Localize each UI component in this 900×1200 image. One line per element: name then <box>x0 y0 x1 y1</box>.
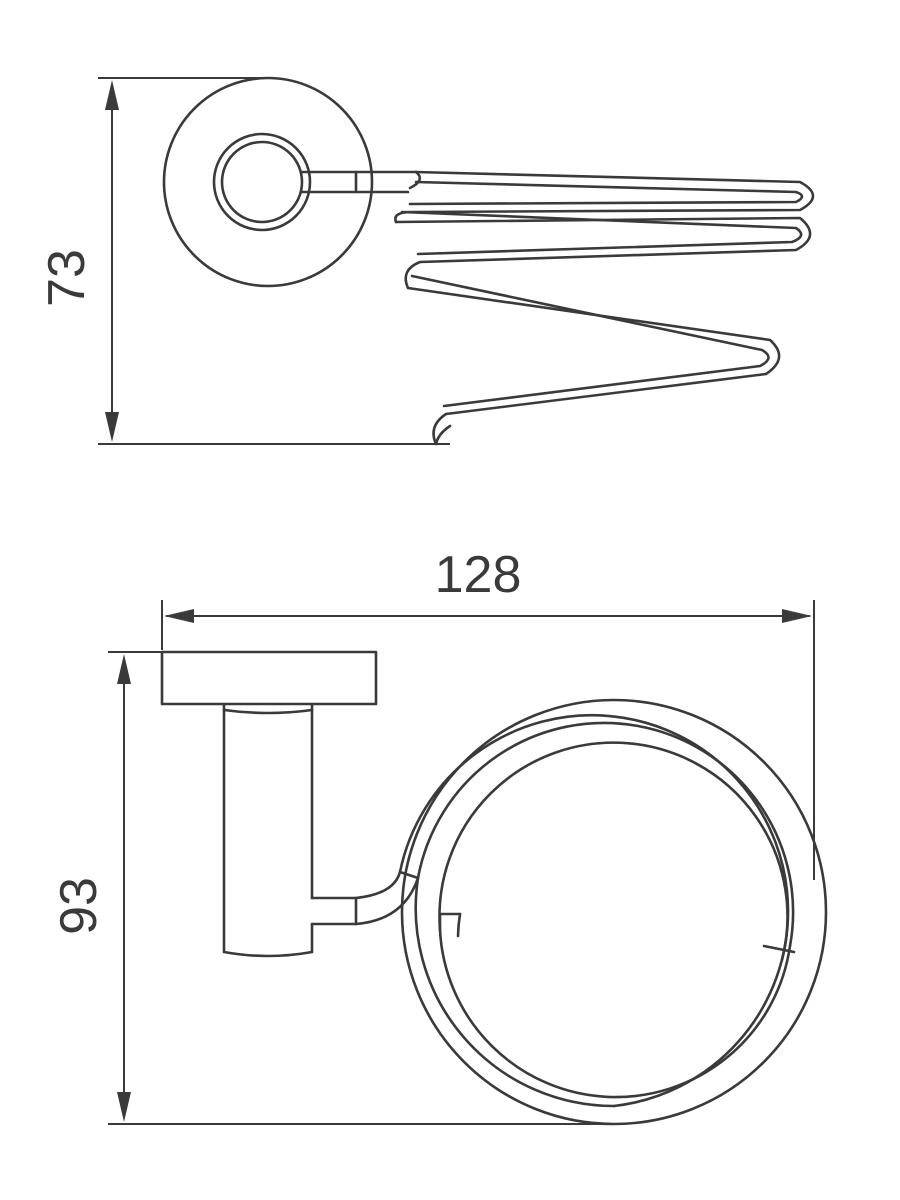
ring-coil-1b <box>414 876 616 1108</box>
ring-coil-2 <box>416 721 795 948</box>
ring-coil-3 <box>438 928 792 1099</box>
post <box>222 702 314 958</box>
top-view: 73 <box>38 76 815 446</box>
spiral-coil <box>394 170 815 446</box>
arrow-down <box>105 412 119 442</box>
arm <box>310 870 420 926</box>
dimension-label-73: 73 <box>38 249 96 307</box>
ring-coil-2b <box>438 741 789 962</box>
spiral-ring <box>398 698 828 1126</box>
arrow-left <box>164 609 194 623</box>
ring-coil-1 <box>398 713 790 1108</box>
ring-end <box>438 912 462 932</box>
dimension-label-128: 128 <box>435 546 522 604</box>
front-view: 128 93 <box>50 546 828 1126</box>
post-circle-inner <box>220 140 304 224</box>
arrow-up <box>117 654 131 684</box>
wall-plate <box>160 650 378 706</box>
dimension-73: 73 <box>38 77 450 445</box>
post-circle-outer <box>212 132 312 232</box>
arrow-down <box>117 1092 131 1122</box>
arm-stub <box>300 170 422 194</box>
ring-outer <box>400 698 828 1126</box>
wall-plate-circle <box>162 76 374 288</box>
ring-end-curve <box>456 912 462 938</box>
arrow-right <box>782 609 812 623</box>
dimension-128: 128 <box>161 546 815 880</box>
dimension-93: 93 <box>50 651 612 1125</box>
arrow-up <box>105 80 119 110</box>
dimension-label-93: 93 <box>50 877 108 935</box>
